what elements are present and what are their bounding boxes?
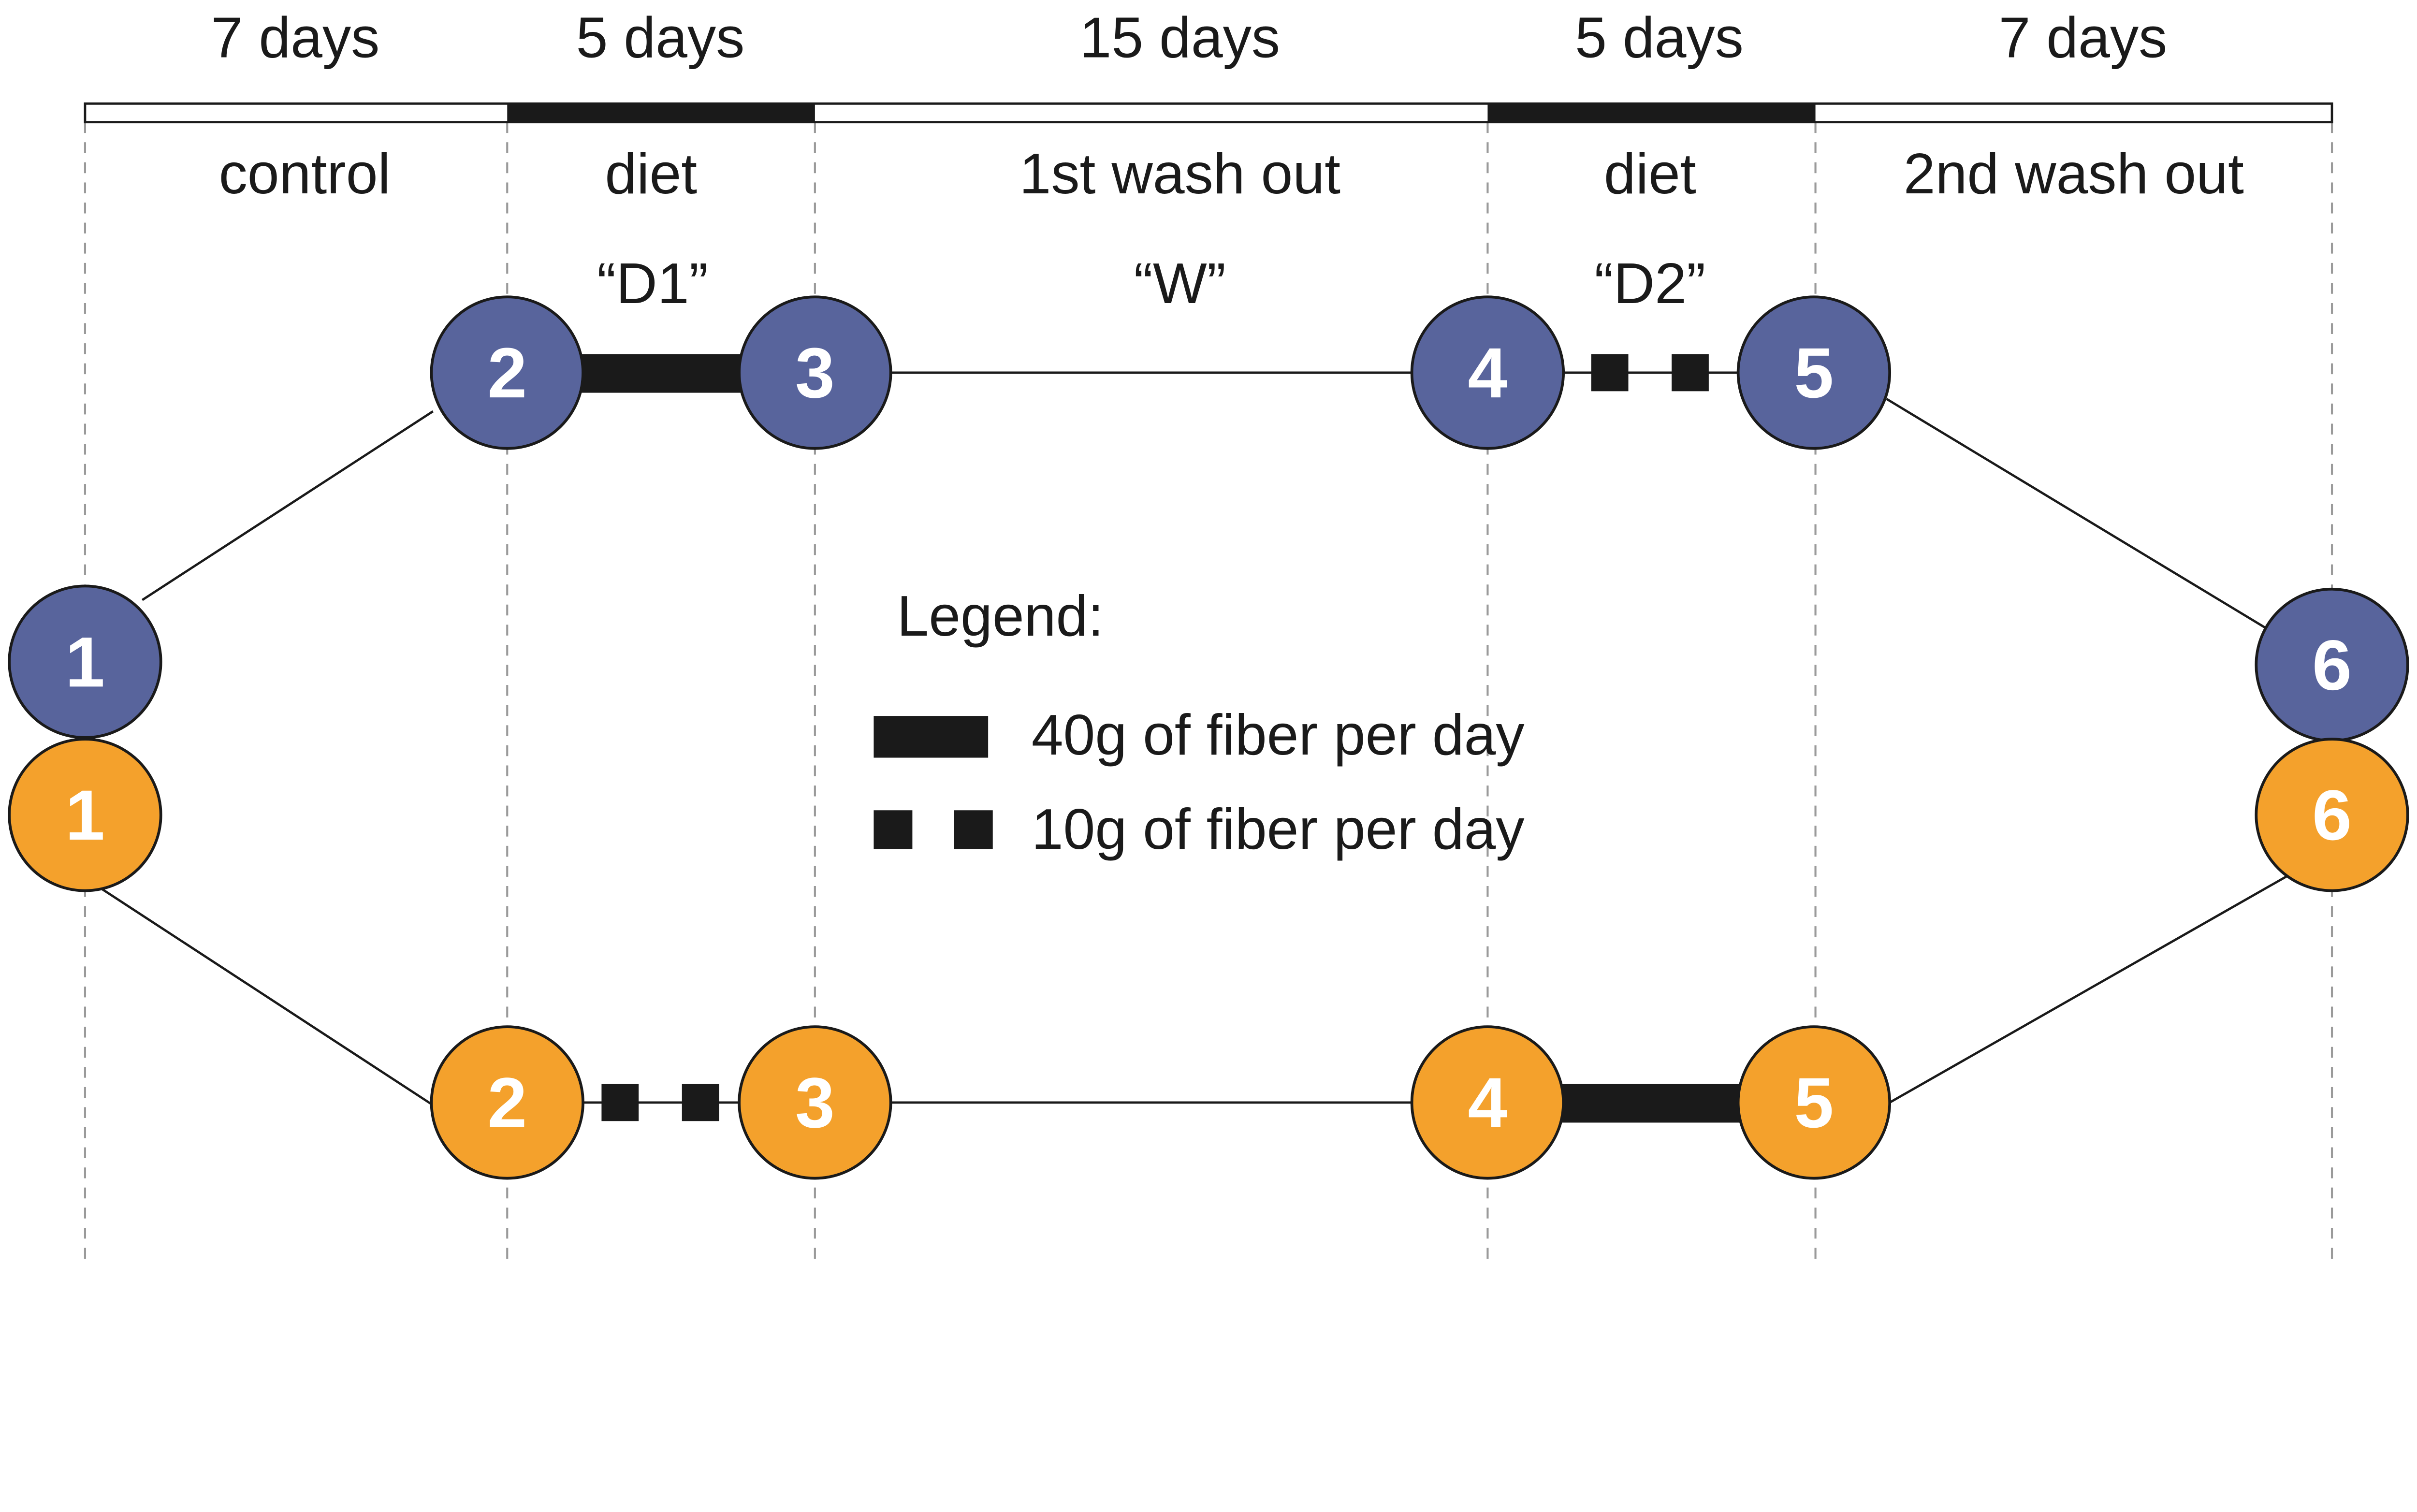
phase-label: 2nd wash out [1904,142,2244,206]
node-circle [2255,738,2409,892]
orange-node-4: 4 [1410,1025,1565,1180]
node-number: 2 [487,1063,527,1143]
node-circle [1736,1025,1892,1180]
orange-node-3: 3 [738,1025,892,1180]
orange-node-2: 2 [430,1025,584,1180]
legend-item-label: 40g of fiber per day [1032,703,1525,767]
legend-title: Legend: [897,584,1104,648]
duration-label: 5 days [576,6,745,70]
connector [141,410,434,601]
node-number: 5 [1794,334,1834,413]
duration-label: 15 days [1080,6,1281,70]
legend-item-label: 10g of fiber per day [1032,798,1525,861]
connector [1889,874,2289,1104]
node-circle [738,1025,892,1180]
connector [101,888,437,1108]
orange-node-1: 1 [8,738,162,892]
node-circle [430,295,584,450]
node-number: 3 [795,334,835,413]
node-circle [1410,295,1565,450]
timeline-diet-1 [507,103,815,122]
node-number: 6 [2312,626,2352,705]
node-circle [8,738,162,892]
node-circle [1736,295,1892,450]
node-number: 4 [1468,1063,1507,1143]
legend: Legend: 40g of fiber per day 10g of fibe… [874,584,1525,861]
legend-square-swatch [874,810,913,849]
blue-node-5: 5 [1736,295,1892,450]
high-fiber-bar [572,354,758,393]
blue-node-4: 4 [1410,295,1565,450]
timeline-bar [84,102,2333,124]
phase-label: diet [1604,142,1696,206]
blue-node-2: 2 [430,295,584,450]
node-number: 6 [2312,776,2352,855]
connector [1886,398,2266,629]
phase-code: “D1” [597,252,708,316]
phase-label: diet [605,142,697,206]
low-fiber-square [1591,354,1629,392]
low-fiber-square [1672,354,1709,392]
low-fiber-square [682,1084,719,1121]
legend-thick-bar-swatch [874,716,989,758]
node-circle [430,1025,584,1180]
phase-code: “D2” [1594,252,1705,316]
duration-label: 7 days [211,6,380,70]
node-circle [1410,1025,1565,1180]
node-number: 4 [1468,334,1507,413]
orange-node-5: 5 [1736,1025,1892,1180]
node-number: 3 [795,1063,835,1143]
phase-code: “W” [1134,252,1226,316]
orange-node-6: 6 [2255,738,2409,892]
phase-label: 1st wash out [1019,142,1341,206]
phase-label: control [219,142,391,206]
orange-group-nodes: 1 2 3 4 5 6 [8,738,2409,1180]
duration-label: 7 days [1999,6,2168,70]
node-circle [738,295,892,450]
node-circle [8,584,162,739]
node-number: 2 [487,334,527,413]
blue-node-3: 3 [738,295,892,450]
node-number: 1 [65,776,105,855]
duration-label: 5 days [1575,6,1744,70]
blue-node-1: 1 [8,584,162,739]
blue-group-nodes: 1 2 3 4 5 6 [8,295,2409,742]
low-fiber-square [601,1084,639,1121]
blue-node-6: 6 [2255,587,2409,742]
timeline-outline [84,102,2333,124]
study-design-diagram: 7 days 5 days 15 days 5 days 7 days cont… [8,6,2409,1268]
timeline-diet-2 [1487,103,1816,122]
high-fiber-bar [1554,1084,1747,1123]
node-number: 1 [65,623,105,702]
legend-square-swatch [954,810,993,849]
node-number: 5 [1794,1063,1834,1143]
